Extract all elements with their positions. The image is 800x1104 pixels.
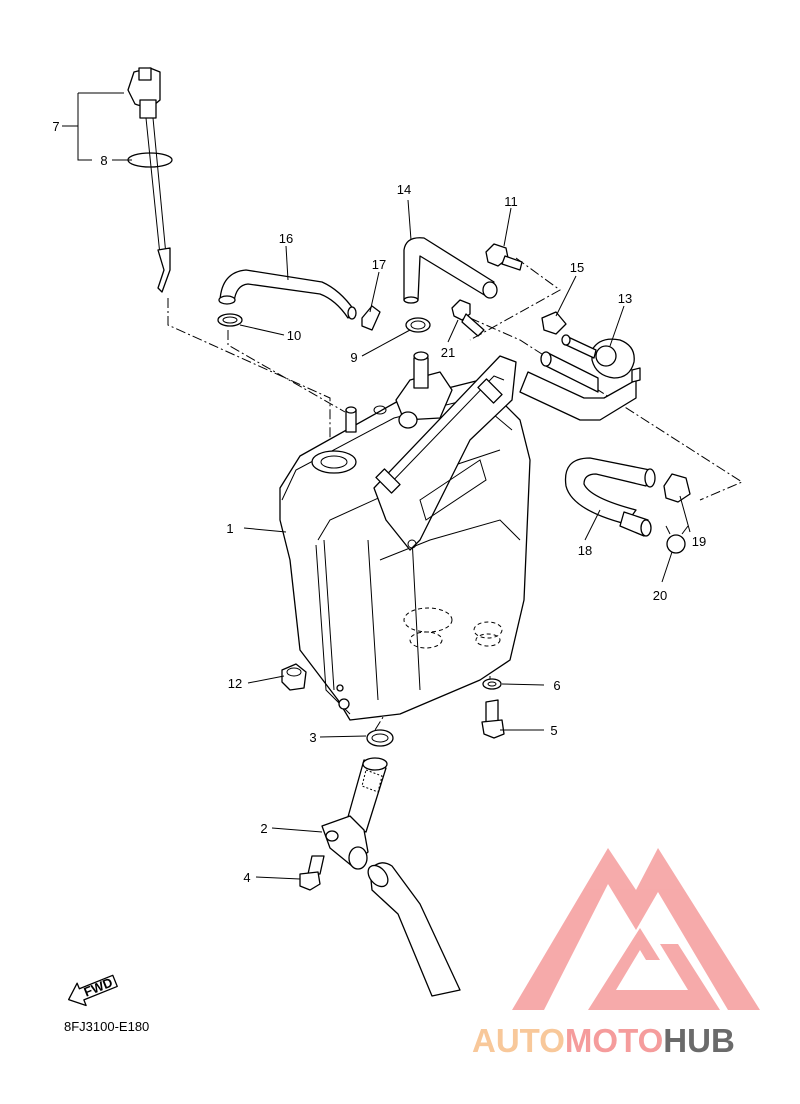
washer-6 (482, 678, 502, 690)
logo-triangle-inner (588, 928, 720, 1010)
clamp-19 (663, 473, 691, 503)
callout-7: 7 (52, 119, 59, 134)
watermark-auto: AUTO (472, 1022, 565, 1059)
fwd-arrow: FWD (67, 975, 118, 1007)
callout-14: 14 (397, 182, 411, 197)
bolt-4 (299, 855, 325, 891)
callout-21: 21 (441, 345, 455, 360)
callout-1: 1 (226, 521, 233, 536)
collar-12 (281, 663, 307, 691)
o-ring-3 (366, 729, 394, 747)
clamp-15 (541, 311, 567, 335)
callout-12: 12 (228, 676, 242, 691)
watermark-text: AUTOMOTOHUB (472, 1022, 735, 1059)
hose-18 (564, 457, 656, 537)
callout-19: 19 (692, 534, 706, 549)
oil-tank (279, 351, 531, 721)
hose-clip-10 (217, 313, 243, 327)
bolt-21 (451, 299, 485, 337)
oil-level-gauge (127, 67, 173, 293)
callout-2: 2 (260, 821, 267, 836)
outlet-hose (367, 862, 461, 997)
clip-20 (665, 525, 689, 554)
callout-4: 4 (243, 870, 250, 885)
callout-9: 9 (350, 350, 357, 365)
drain-bolt-5 (481, 699, 505, 739)
callout-16: 16 (279, 231, 293, 246)
watermark-moto: MOTO (565, 1022, 663, 1059)
logo-triangle-outer (512, 848, 760, 1010)
hose-clip-17 (361, 305, 381, 331)
callout-13: 13 (618, 291, 632, 306)
bolt-11 (485, 243, 523, 271)
callout-15: 15 (570, 260, 584, 275)
oil-strainer-pipe-2 (321, 757, 388, 870)
breather-hose-16 (218, 269, 357, 320)
callout-8: 8 (100, 153, 107, 168)
callout-18: 18 (578, 543, 592, 558)
watermark-logo (512, 848, 760, 1010)
callout-20: 20 (653, 588, 667, 603)
callout-3: 3 (309, 730, 316, 745)
callout-labels: 1 2 3 4 5 6 7 8 9 10 11 12 13 14 15 16 1… (52, 119, 706, 885)
leader-lines (62, 92, 691, 880)
callout-10: 10 (287, 328, 301, 343)
hose-14 (403, 237, 498, 304)
hose-clip-9 (405, 317, 431, 333)
callout-11: 11 (504, 194, 518, 209)
valve-assembly-13 (519, 334, 641, 421)
watermark-hub: HUB (663, 1022, 735, 1059)
callout-17: 17 (372, 257, 386, 272)
callout-6: 6 (553, 678, 560, 693)
callout-5: 5 (550, 723, 557, 738)
drawing-code: 8FJ3100-E180 (64, 1019, 149, 1034)
fwd-label: FWD (82, 975, 115, 1000)
